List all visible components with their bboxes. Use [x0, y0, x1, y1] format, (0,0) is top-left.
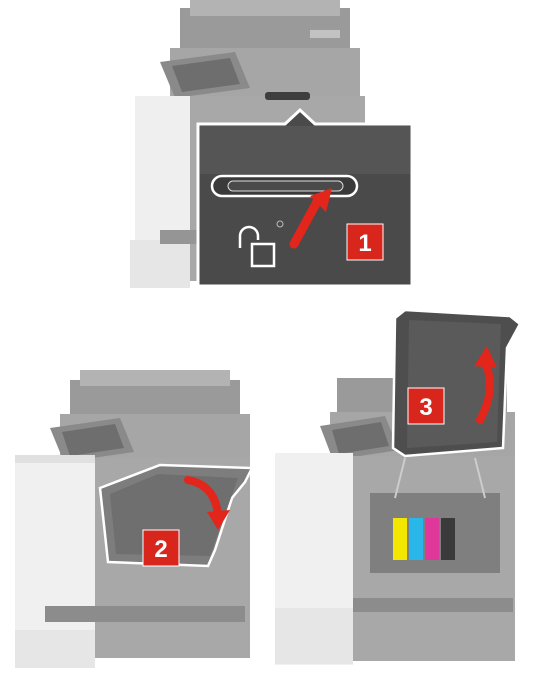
step-number-3: 3 — [419, 394, 432, 421]
adf-tray — [80, 370, 230, 386]
tray-slot — [353, 598, 513, 612]
step-1-panel: 1 — [120, 0, 420, 292]
step-badge-3: 3 — [408, 388, 444, 424]
toner-cyan — [409, 518, 423, 560]
paper-tray — [15, 630, 95, 668]
step-number-2: 2 — [154, 536, 167, 563]
paper-tray — [130, 240, 190, 288]
adf-tray — [190, 0, 340, 16]
step-badge-1: 1 — [347, 224, 383, 260]
printer-illustration-1: 1 — [120, 0, 420, 292]
toner-magenta — [425, 518, 439, 560]
top-door-open — [393, 310, 520, 456]
adf-handle — [310, 30, 340, 38]
latch-inner — [228, 181, 343, 191]
latch-small — [265, 92, 310, 100]
step-number-1: 1 — [358, 230, 371, 257]
step-badge-2: 2 — [143, 530, 179, 566]
tray-slot — [45, 606, 245, 622]
paper-tray — [275, 608, 353, 664]
latch-callout: 1 — [198, 110, 412, 286]
toner-yellow — [393, 518, 407, 560]
step-3-panel: 3 — [275, 308, 533, 670]
step-2-panel: 2 — [10, 370, 270, 670]
printer-illustration-3: 3 — [275, 308, 533, 670]
toner-black — [441, 518, 455, 560]
printer-illustration-2: 2 — [10, 370, 270, 670]
